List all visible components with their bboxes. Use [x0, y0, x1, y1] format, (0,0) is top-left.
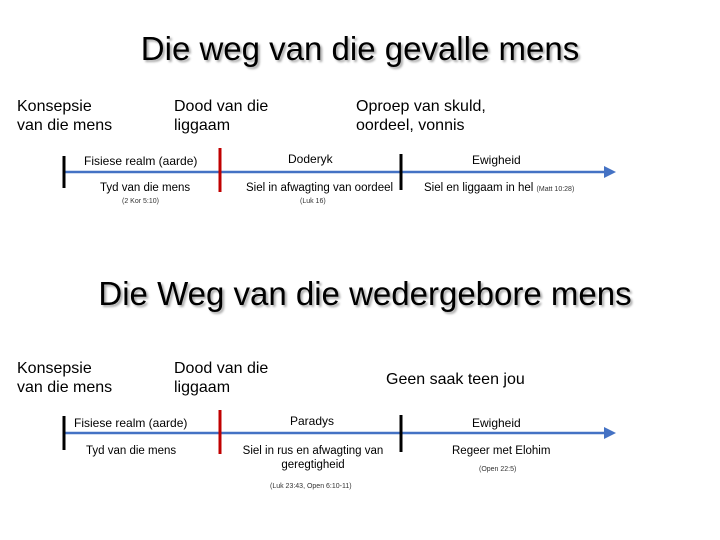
head-dood-2: Dood van die liggaam: [174, 359, 268, 397]
label-doderyk: Doderyk: [288, 152, 333, 166]
head-oproep-1-line1: Oproep van skuld,: [356, 98, 486, 115]
head-oproep-1-line2: oordeel, vonnis: [356, 117, 465, 134]
label-fisiese-2: Fisiese realm (aarde): [74, 416, 188, 430]
ref-kor: (2 Kor 5:10): [122, 198, 159, 205]
ref-matt: (Matt 10:28): [536, 186, 575, 193]
sub-tyd-2: Tyd van die mens: [86, 445, 177, 457]
timeline-2-arrowhead: [604, 427, 616, 439]
sub-tyd-1: Tyd van die mens: [100, 182, 191, 194]
timeline-1: [62, 148, 616, 192]
sub-siel-1: Siel in afwagting van oordeel: [246, 182, 394, 194]
head-konsepsie-2-line2: van die mens: [17, 379, 113, 396]
head-dood-1: Dood van die liggaam: [174, 97, 268, 135]
head-konsepsie-1: Konsepsie van die mens: [17, 97, 112, 135]
sub-hel: Siel en liggaam in hel (Matt 10:28): [424, 181, 574, 195]
head-geen-saak: Geen saak teen jou: [386, 371, 525, 388]
ref-luk-23: (Luk 23:43, Open 6:10-11): [270, 483, 352, 490]
head-dood-1-line1: Dood van die: [174, 98, 269, 115]
label-paradys: Paradys: [290, 414, 335, 428]
sub-siel-2-line2: geregtigheid: [281, 459, 345, 471]
head-konsepsie-2-line1: Konsepsie: [17, 360, 92, 377]
head-oproep-1: Oproep van skuld, oordeel, vonnis: [356, 97, 486, 135]
head-dood-1-line2: liggaam: [174, 117, 231, 134]
head-konsepsie-2: Konsepsie van die mens: [17, 359, 112, 397]
sub-regeer: Regeer met Elohim: [452, 445, 551, 457]
timeline-1-arrowhead: [604, 166, 616, 178]
sub-hel-text: Siel en liggaam in hel: [424, 182, 534, 194]
ref-open: (Open 22:5): [479, 466, 517, 473]
head-konsepsie-1-line1: Konsepsie: [17, 98, 92, 115]
head-dood-2-line1: Dood van die: [174, 360, 269, 377]
section2-title: Die Weg van die wedergebore mens: [98, 275, 632, 312]
sub-siel-2: Siel in rus en afwagting van geregtighei…: [236, 444, 390, 472]
head-konsepsie-1-line2: van die mens: [17, 117, 113, 134]
label-fisiese-1: Fisiese realm (aarde): [84, 154, 198, 168]
ref-luk-16: (Luk 16): [300, 198, 326, 205]
timeline-2: [62, 410, 616, 454]
head-dood-2-line2: liggaam: [174, 379, 231, 396]
label-ewigheid-1: Ewigheid: [472, 153, 521, 167]
label-ewigheid-2: Ewigheid: [472, 416, 521, 430]
sub-siel-2-line1: Siel in rus en afwagting van: [242, 445, 384, 457]
section1-title: Die weg van die gevalle mens: [140, 30, 580, 67]
